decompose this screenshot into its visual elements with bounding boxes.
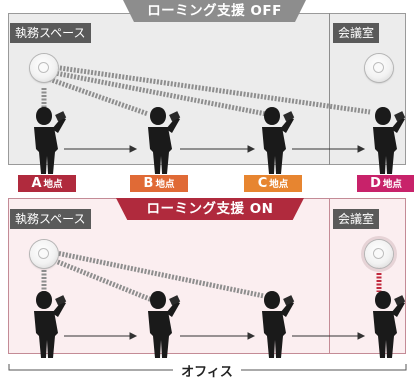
point-b-suffix: 地点 [155,179,175,190]
access-point-meeting-off [365,54,393,82]
point-a-letter: A [31,176,42,191]
roaming-on-banner: ローミング支援 ON [116,198,304,220]
point-b-letter: B [143,176,154,191]
point-d-letter: D [370,176,381,191]
point-c-suffix: 地点 [269,179,289,190]
access-point-office-on [30,240,58,268]
point-c-letter: C [257,176,268,191]
office-space-label-on: 執務スペース [10,209,91,229]
meeting-room-divider-off [329,13,330,165]
point-a-suffix: 地点 [43,179,63,190]
point-d-suffix: 地点 [382,179,402,190]
roaming-off-banner: ローミング支援 OFF [123,0,306,22]
office-label: オフィス [0,361,414,380]
access-point-meeting-on [365,240,393,268]
meeting-room-label-off: 会議室 [333,23,380,43]
meeting-room-divider-on [329,198,330,354]
access-point-office-off [30,54,58,82]
meeting-room-label-on: 会議室 [333,209,380,229]
office-space-label-off: 執務スペース [10,23,91,43]
office-label-text: オフィス [173,365,241,380]
